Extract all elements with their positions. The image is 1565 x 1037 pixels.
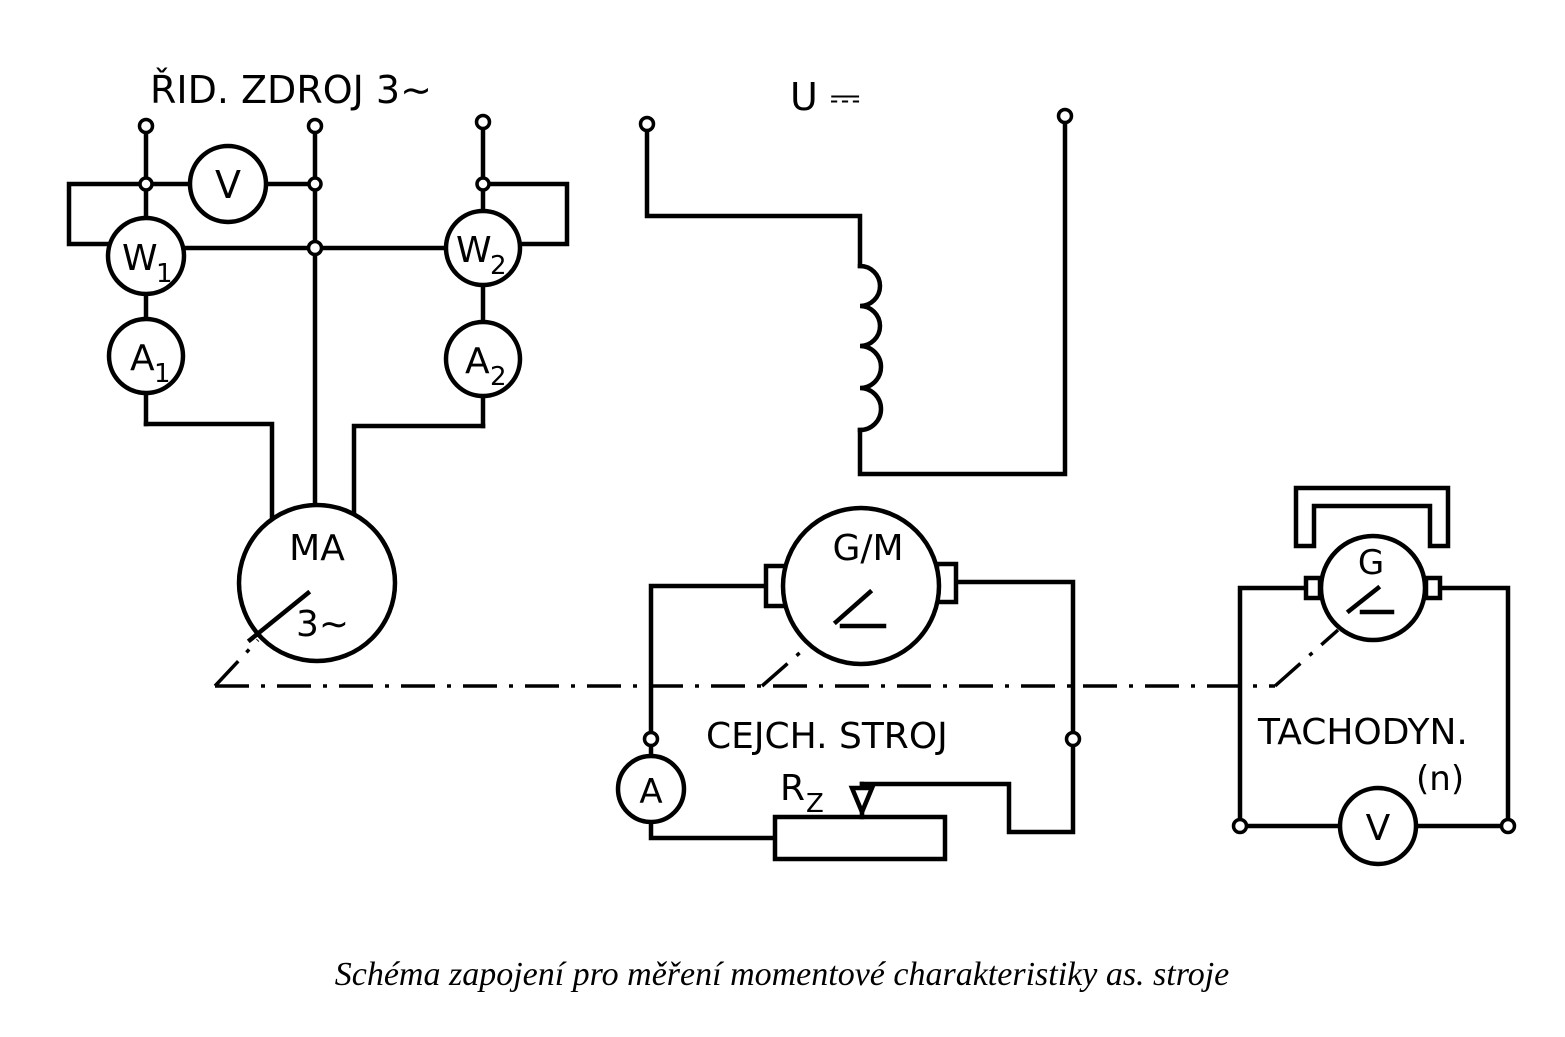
voltmeter-v2-label: V	[1366, 808, 1391, 849]
ammeter-a2	[443, 319, 523, 399]
ammeter-a2-label: A	[465, 341, 490, 382]
resistor-rz-subscript: Z	[806, 789, 824, 819]
tacho-bracket	[1293, 485, 1451, 549]
source-terminals	[137, 113, 492, 257]
source-label: ŘID. ZDROJ 3∼	[150, 68, 432, 112]
wattmeter-w2-label: W	[456, 230, 492, 271]
tacho-generator-label: G	[1358, 543, 1384, 583]
voltmeter-v2	[1337, 785, 1419, 867]
dc-field-circuit	[638, 107, 1074, 477]
wattmeter-w1-subscript: 1	[156, 259, 173, 289]
tacho-unit-label: (n)	[1416, 759, 1464, 799]
rz-slider	[848, 785, 876, 818]
motor-ma	[236, 502, 398, 664]
tacho-generator	[1318, 533, 1428, 643]
tacho-circuit	[1237, 585, 1511, 829]
ammeter-a	[615, 753, 687, 825]
tachodynamo-label: TACHODYN.	[1257, 712, 1468, 753]
gm-circuit	[648, 579, 1076, 841]
resistor-rz-label: R	[780, 768, 805, 809]
dc-supply-label: U ⎓	[790, 75, 860, 119]
motor-ma-label: MA	[289, 528, 345, 569]
machine-gm	[780, 505, 942, 667]
wattmeter-w2	[443, 208, 523, 288]
voltmeter-v1-label: V	[215, 163, 241, 207]
calibrating-machine-label: CEJCH. STROJ	[706, 716, 948, 757]
ammeter-a2-subscript: 2	[490, 362, 507, 392]
wattmeter-w1-label: W	[122, 238, 158, 279]
resistor-rz	[772, 814, 948, 862]
ammeter-a1-subscript: 1	[154, 359, 171, 389]
figure-caption: Schéma zapojení pro měření momentové cha…	[335, 956, 1230, 993]
wattmeter-w2-subscript: 2	[490, 251, 507, 281]
motor-ma-phase-label: 3∼	[296, 604, 349, 645]
machine-gm-label: G/M	[832, 528, 903, 569]
motor-ma-shaft-mark	[246, 589, 312, 644]
wattmeter-w1	[105, 215, 187, 297]
voltmeter-v1	[187, 143, 269, 225]
ammeter-a1	[106, 316, 186, 396]
ammeter-a-label: A	[639, 772, 662, 812]
ammeter-a1-label: A	[130, 338, 155, 379]
